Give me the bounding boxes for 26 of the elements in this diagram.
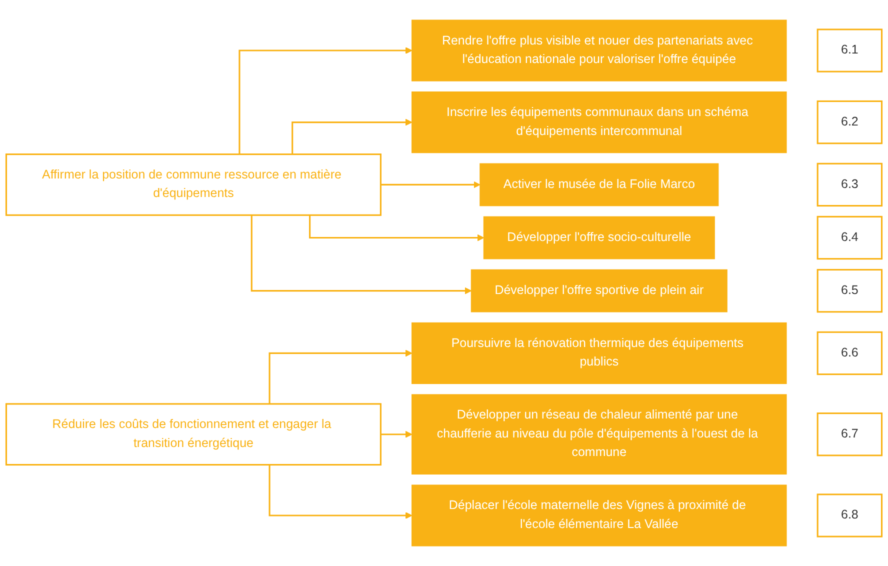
arrow bbox=[268, 350, 412, 404]
node-box: Réduire les coûts de fonctionnement et engager la transition énergétique bbox=[5, 403, 382, 466]
node-box: 6.7 bbox=[816, 412, 883, 456]
node-box: Déplacer l'école maternelle des Vignes à proximité de l'école élémentaire La Vallée bbox=[412, 484, 787, 546]
arrow bbox=[250, 215, 472, 294]
node-box: 6.8 bbox=[816, 494, 883, 538]
node-box: Développer l'offre socio-culturelle bbox=[483, 216, 715, 260]
arrow bbox=[268, 464, 412, 519]
arrow bbox=[380, 181, 480, 188]
node-box: 6.1 bbox=[816, 28, 883, 72]
node-box: Poursuivre la rénovation thermique des équipements publics bbox=[412, 322, 787, 384]
arrow bbox=[380, 430, 412, 438]
node-box: Affirmer la position de commune ressource en matière d'équipements bbox=[5, 154, 382, 216]
node-box: 6.5 bbox=[816, 268, 883, 313]
node-box: Inscrire les équipements communaux dans un schéma d'équipements intercommunal bbox=[412, 91, 787, 154]
node-box: Développer l'offre sportive de plein air bbox=[470, 269, 728, 312]
node-box: 6.4 bbox=[816, 216, 883, 260]
arrow bbox=[309, 215, 484, 242]
node-box: 6.3 bbox=[816, 162, 883, 207]
node-box: Développer un réseau de chaleur alimenté par une chaufferie au niveau du pôle d'équipements à l'ouest de la commune bbox=[412, 394, 787, 475]
node-box: Rendre l'offre plus visible et nouer des partenariats avec l'éducation nationale pour valoriser l'offre équipée bbox=[412, 20, 787, 82]
node-box: 6.2 bbox=[816, 100, 883, 144]
node-box: Activer le musée de la Folie Marco bbox=[480, 163, 719, 206]
arrow bbox=[238, 47, 412, 154]
arrow bbox=[292, 118, 412, 154]
node-box: 6.6 bbox=[816, 331, 883, 376]
